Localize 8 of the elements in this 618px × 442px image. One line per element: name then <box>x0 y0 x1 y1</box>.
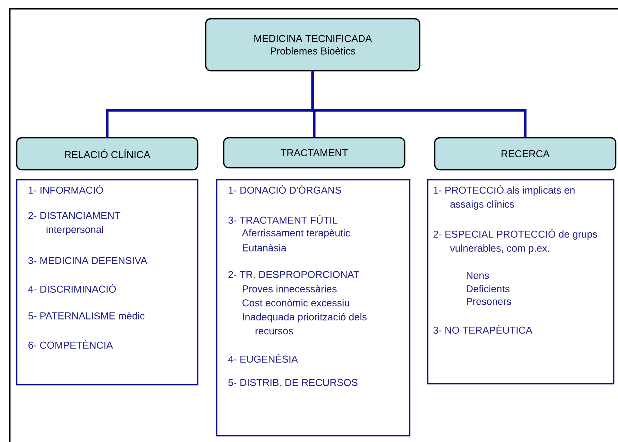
connector-line <box>312 72 527 138</box>
list-box: 1- INFORMACIÓ 2- DISTANCIAMENT interpersonal 3- MEDICINA DEFENSIVA 4- DISCRIMINACIÓ 5- PATERNALISME mèdic 6- COMPETÈNCIA <box>16 179 199 386</box>
list-box: 1- DONACIÓ D'ÒRGANS 3- TRACTAMENT FÚTIL Aferrissament terapèutic Eutanàsia 2- TR. DESPROPORCIONAT Proves innecessàries Cost econòmic excessiu Inadequada priorització dels recursos 4- EUGENÈSIA 5- DISTRIB. DE RECURSOS <box>216 179 411 437</box>
category-box: TRACTAMENT <box>223 137 406 169</box>
list-box: 1- PROTECCIÓ als implicats en assaigs clínics 2- ESPECIAL PROTECCIÓ de grups vulnerables, com p.ex. Nens Deficients Presoners 3- NO TERAPÈUTICA <box>427 179 615 385</box>
category-box: MEDICINA TECNIFICADA Problemes Bioètics <box>205 18 421 72</box>
category-box: RELACIÓ CLÍNICA <box>16 137 199 171</box>
category-box: RECERCA <box>434 137 617 171</box>
